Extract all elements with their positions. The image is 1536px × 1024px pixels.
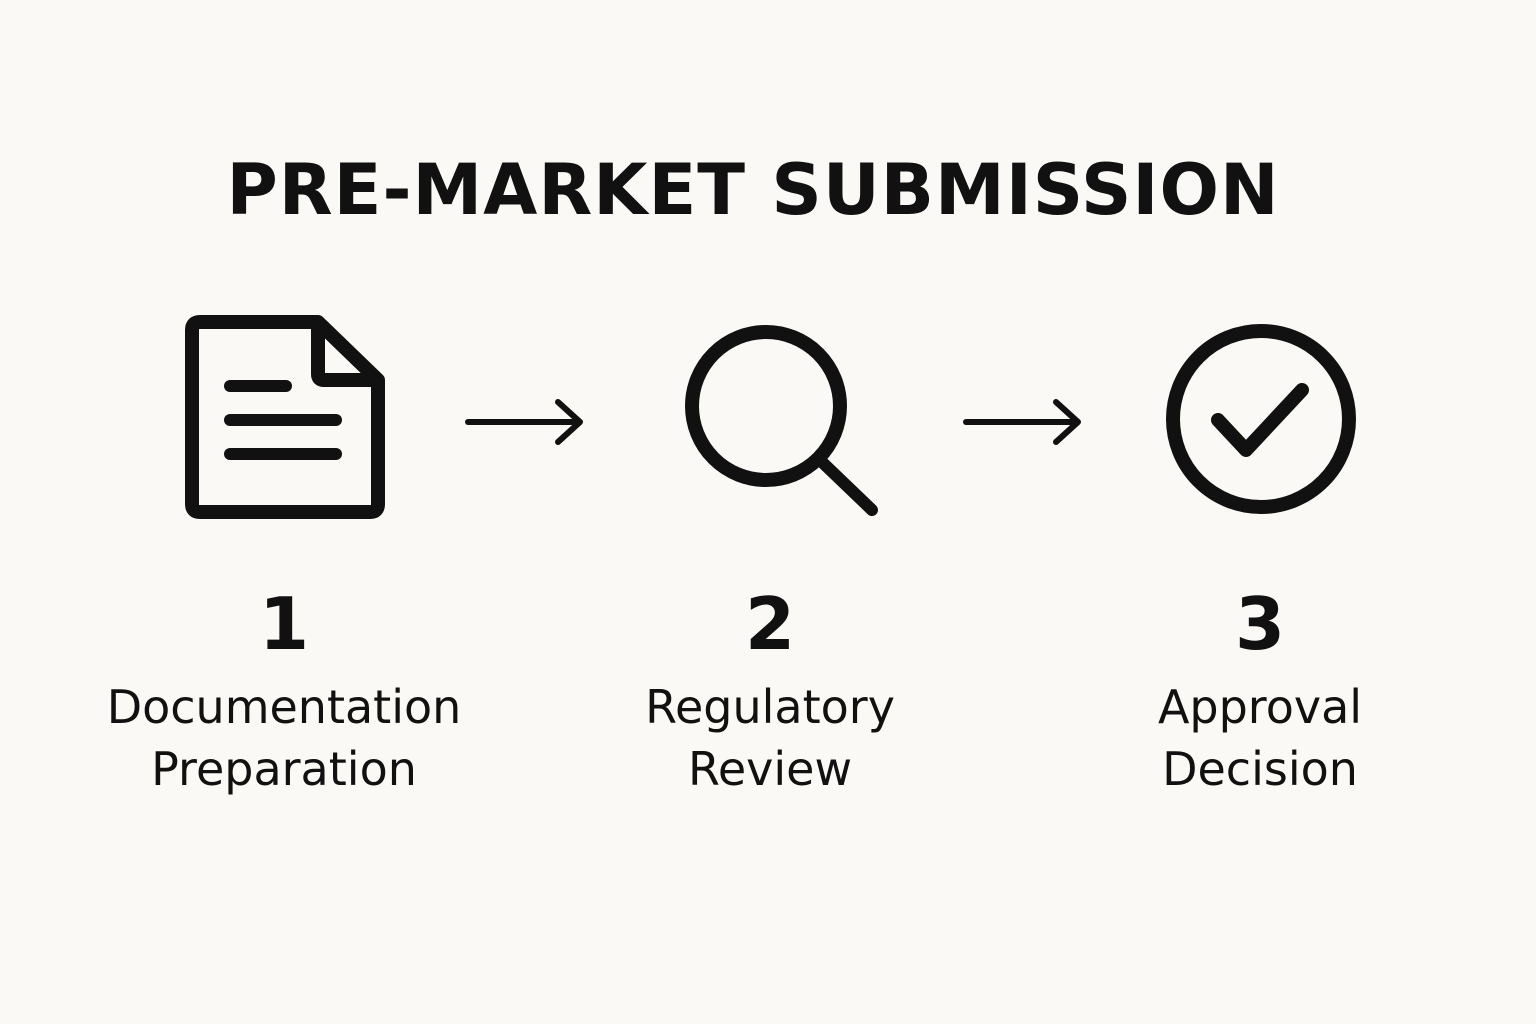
- step-approval-decision: 3 Approval Decision: [1020, 582, 1500, 800]
- arrow-right-icon: [465, 399, 583, 445]
- step-number: 3: [1234, 582, 1286, 666]
- step-label: Documentation Preparation: [44, 676, 524, 800]
- step-label-line: Approval: [1157, 680, 1363, 734]
- step-label-line: Regulatory: [645, 680, 895, 734]
- check-circle-icon: [1166, 324, 1356, 514]
- step-label-line: Review: [687, 742, 853, 796]
- step-label: Regulatory Review: [530, 676, 1010, 800]
- page-title: PRE-MARKET SUBMISSION: [226, 148, 1280, 231]
- step-label-line: Preparation: [151, 742, 417, 796]
- document-icon: [185, 315, 385, 519]
- arrow-right-icon: [963, 399, 1081, 445]
- step-label-line: Decision: [1162, 742, 1358, 796]
- magnifier-icon: [685, 325, 878, 516]
- step-number: 2: [744, 582, 796, 666]
- step-regulatory-review: 2 Regulatory Review: [530, 582, 1010, 800]
- step-documentation-preparation: 1 Documentation Preparation: [44, 582, 524, 800]
- step-number: 1: [258, 582, 310, 666]
- step-label-line: Documentation: [106, 680, 462, 734]
- step-label: Approval Decision: [1020, 676, 1500, 800]
